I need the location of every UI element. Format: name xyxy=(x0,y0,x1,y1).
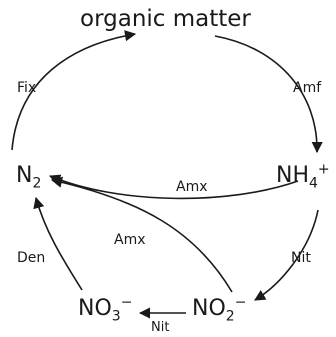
no2-sub: 2 xyxy=(225,308,235,325)
no3-sup: − xyxy=(120,294,133,311)
nh4-sup: + xyxy=(317,161,330,178)
node-organic-matter: organic matter xyxy=(80,6,251,32)
amx-left-arrow xyxy=(50,176,233,293)
den-arrow xyxy=(33,196,83,291)
no3-sub: 3 xyxy=(111,308,121,325)
node-n2: N2 xyxy=(16,163,41,191)
amf-arrow xyxy=(214,35,323,154)
nit-right-arrow xyxy=(254,209,319,301)
label-nit-right: Nit xyxy=(291,250,311,266)
label-den: Den xyxy=(17,250,46,266)
nh4-base: NH xyxy=(276,163,309,188)
node-no3: NO3− xyxy=(78,294,133,324)
no2-sup: − xyxy=(234,294,247,311)
n2-sub: 2 xyxy=(32,175,42,192)
fix-arrow xyxy=(11,30,137,151)
node-nh4: NH4+ xyxy=(276,161,330,191)
label-fix: Fix xyxy=(17,80,37,96)
node-no2: NO2− xyxy=(192,294,247,324)
amx-top-arrow xyxy=(48,174,299,200)
label-amf: Amf xyxy=(293,80,322,96)
label-amx-left: Amx xyxy=(114,232,146,248)
label-amx-top: Amx xyxy=(176,179,208,195)
label-nit-bottom: Nit xyxy=(151,320,170,335)
no3-base: NO xyxy=(78,296,112,321)
no2-base: NO xyxy=(192,296,226,321)
n2-base: N xyxy=(16,163,33,188)
nh4-sub: 4 xyxy=(309,175,318,192)
